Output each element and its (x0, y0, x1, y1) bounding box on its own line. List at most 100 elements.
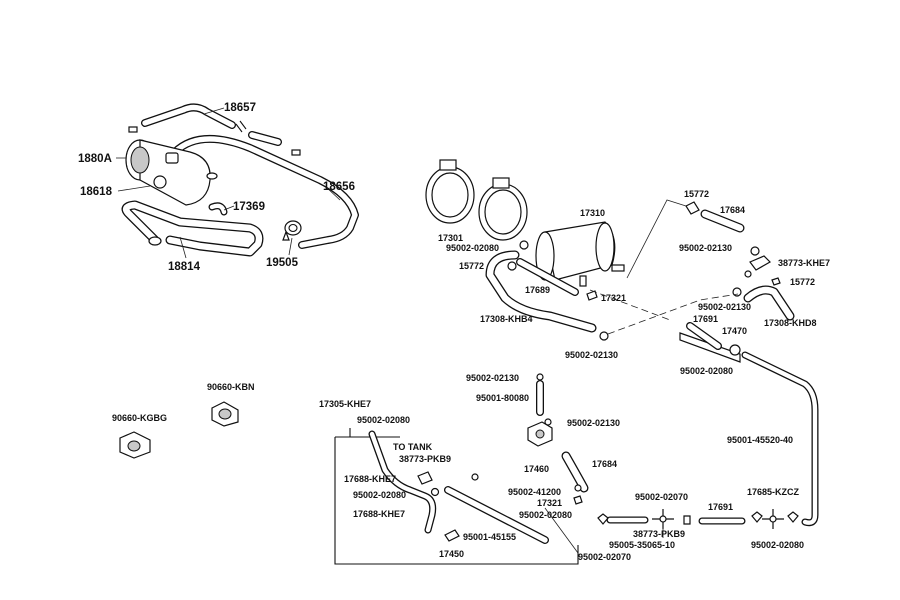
label-17685-KZCZ: 17685-KZCZ (747, 487, 800, 497)
clip-95002-41200 (574, 484, 582, 492)
label-17369: 17369 (233, 201, 265, 213)
air-intake-group (121, 103, 359, 257)
clip-15772-b (685, 201, 700, 215)
label-95001-45155: 95001-45155 (463, 532, 516, 542)
hose-17308-KHD8 (743, 285, 795, 321)
hose-18657 (141, 103, 282, 146)
clamp-90660-KGBG (119, 431, 151, 459)
clip-17321-b (573, 495, 583, 505)
tube-18814 (121, 200, 264, 257)
small-fitting-a (471, 473, 479, 481)
label-38773-PKB9-a: 38773-PKB9 (399, 454, 451, 464)
label-17308-KHB4: 17308-KHB4 (480, 314, 533, 324)
label-95002-02070-a: 95002-02070 (635, 492, 688, 502)
hose-95001-45520-40 (741, 351, 819, 527)
clip-95002-02130 (599, 331, 609, 341)
label-17470: 17470 (722, 326, 747, 336)
label-95002-02130-b: 95002-02130 (679, 243, 732, 253)
label-17689: 17689 (525, 285, 550, 295)
clip-95002-02130-c (732, 287, 742, 297)
label-95002-02080-d: 95002-02080 (353, 490, 406, 500)
label-95005-35065-10: 95005-35065-10 (609, 540, 675, 550)
label-17691-b: 17691 (708, 502, 733, 512)
hose-95001-45155 (444, 486, 549, 544)
label-95002-02080-f: 95002-02080 (751, 540, 804, 550)
label-95002-02130-e: 95002-02130 (567, 418, 620, 428)
label-19505: 19505 (266, 257, 299, 269)
clamp-19505 (282, 220, 302, 241)
label-17688-KHE7-b: 17688-KHE7 (353, 509, 405, 519)
label-to-tank: TO TANK (393, 442, 433, 452)
small-clip-a (128, 126, 138, 133)
label-90660-KBN: 90660-KBN (207, 382, 255, 392)
tee-38773-PKB9-b (652, 509, 674, 529)
band-17301 (425, 159, 528, 241)
label-18814: 18814 (168, 261, 201, 273)
label-17688-KHE7-a: 17688-KHE7 (344, 474, 396, 484)
label-17305-KHE7: 17305-KHE7 (319, 399, 371, 409)
hose-18656 (171, 135, 359, 249)
label-17321-a: 17321 (601, 293, 626, 303)
fitting-38773-KHE7 (744, 255, 771, 278)
clip-95002-02130-d (536, 373, 544, 381)
label-17301: 17301 (438, 233, 463, 243)
labels: 18657 1880A 18618 18656 17369 18814 1950… (78, 102, 830, 562)
reference-lines (544, 199, 739, 554)
label-38773-PKB9-b: 38773-PKB9 (633, 529, 685, 539)
canister-18618 (125, 139, 218, 206)
label-17321-b: 17321 (537, 498, 562, 508)
fitting-95002-02070 (597, 513, 609, 525)
label-17684-a: 17684 (720, 205, 745, 215)
tee-17685-KZCZ (762, 509, 784, 529)
label-17684-b: 17684 (592, 459, 617, 469)
label-17310: 17310 (580, 208, 605, 218)
label-1880A: 1880A (78, 153, 112, 165)
label-95002-02080-c: 95002-02080 (357, 415, 410, 425)
clip-95002-02080-d (430, 487, 440, 497)
hose-17689 (516, 258, 579, 296)
hose-17684-a (700, 209, 745, 233)
label-18656: 18656 (323, 181, 355, 193)
hose-17308-KHB4 (485, 250, 597, 333)
label-95002-02130-c: 95002-02130 (698, 302, 751, 312)
label-95002-02130-d: 95002-02130 (466, 373, 519, 383)
label-95002-02080-b: 95002-02080 (680, 366, 733, 376)
label-95002-02080-a: 95002-02080 (446, 243, 499, 253)
label-15772-a: 15772 (459, 261, 484, 271)
label-95002-41200: 95002-41200 (508, 487, 561, 497)
clip-17321 (586, 290, 598, 301)
hose-17684-b (561, 451, 589, 493)
fitting-17450 (444, 529, 460, 542)
clamp-90660-KBN (211, 401, 239, 427)
filter-group (425, 159, 819, 527)
label-95002-02130-a: 95002-02130 (565, 350, 618, 360)
box-17305-KHE7 (334, 428, 579, 565)
label-95001-45520-40: 95001-45520-40 (727, 435, 793, 445)
label-17308-KHD8: 17308-KHD8 (764, 318, 817, 328)
clip-15772-c (771, 277, 781, 286)
elbow-17369 (208, 202, 228, 216)
valve-17460 (527, 421, 553, 447)
label-95002-02080-e: 95002-02080 (519, 510, 572, 520)
clip-95002-02080-f2 (787, 511, 799, 523)
clip-15772 (507, 261, 517, 271)
label-90660-KGBG: 90660-KGBG (112, 413, 167, 423)
label-15772-c: 15772 (790, 277, 815, 287)
clip-95002-02080 (519, 240, 529, 250)
clip-95002-02130-b (750, 246, 760, 256)
label-17460: 17460 (524, 464, 549, 474)
clip-95002-02080-f1 (751, 511, 763, 523)
fitting-38773-PKB9-a (417, 471, 433, 485)
label-18618: 18618 (80, 186, 113, 198)
leaders-group-1 (116, 107, 341, 259)
bracket-17691-17470 (679, 322, 741, 363)
label-95001-80080: 95001-80080 (476, 393, 529, 403)
label-18657: 18657 (224, 102, 256, 114)
label-17450: 17450 (439, 549, 464, 559)
label-38773-KHE7: 38773-KHE7 (778, 258, 830, 268)
hose-17688-KHE7 (368, 430, 437, 534)
canister-17310 (535, 221, 625, 287)
small-clip-b (291, 149, 301, 156)
